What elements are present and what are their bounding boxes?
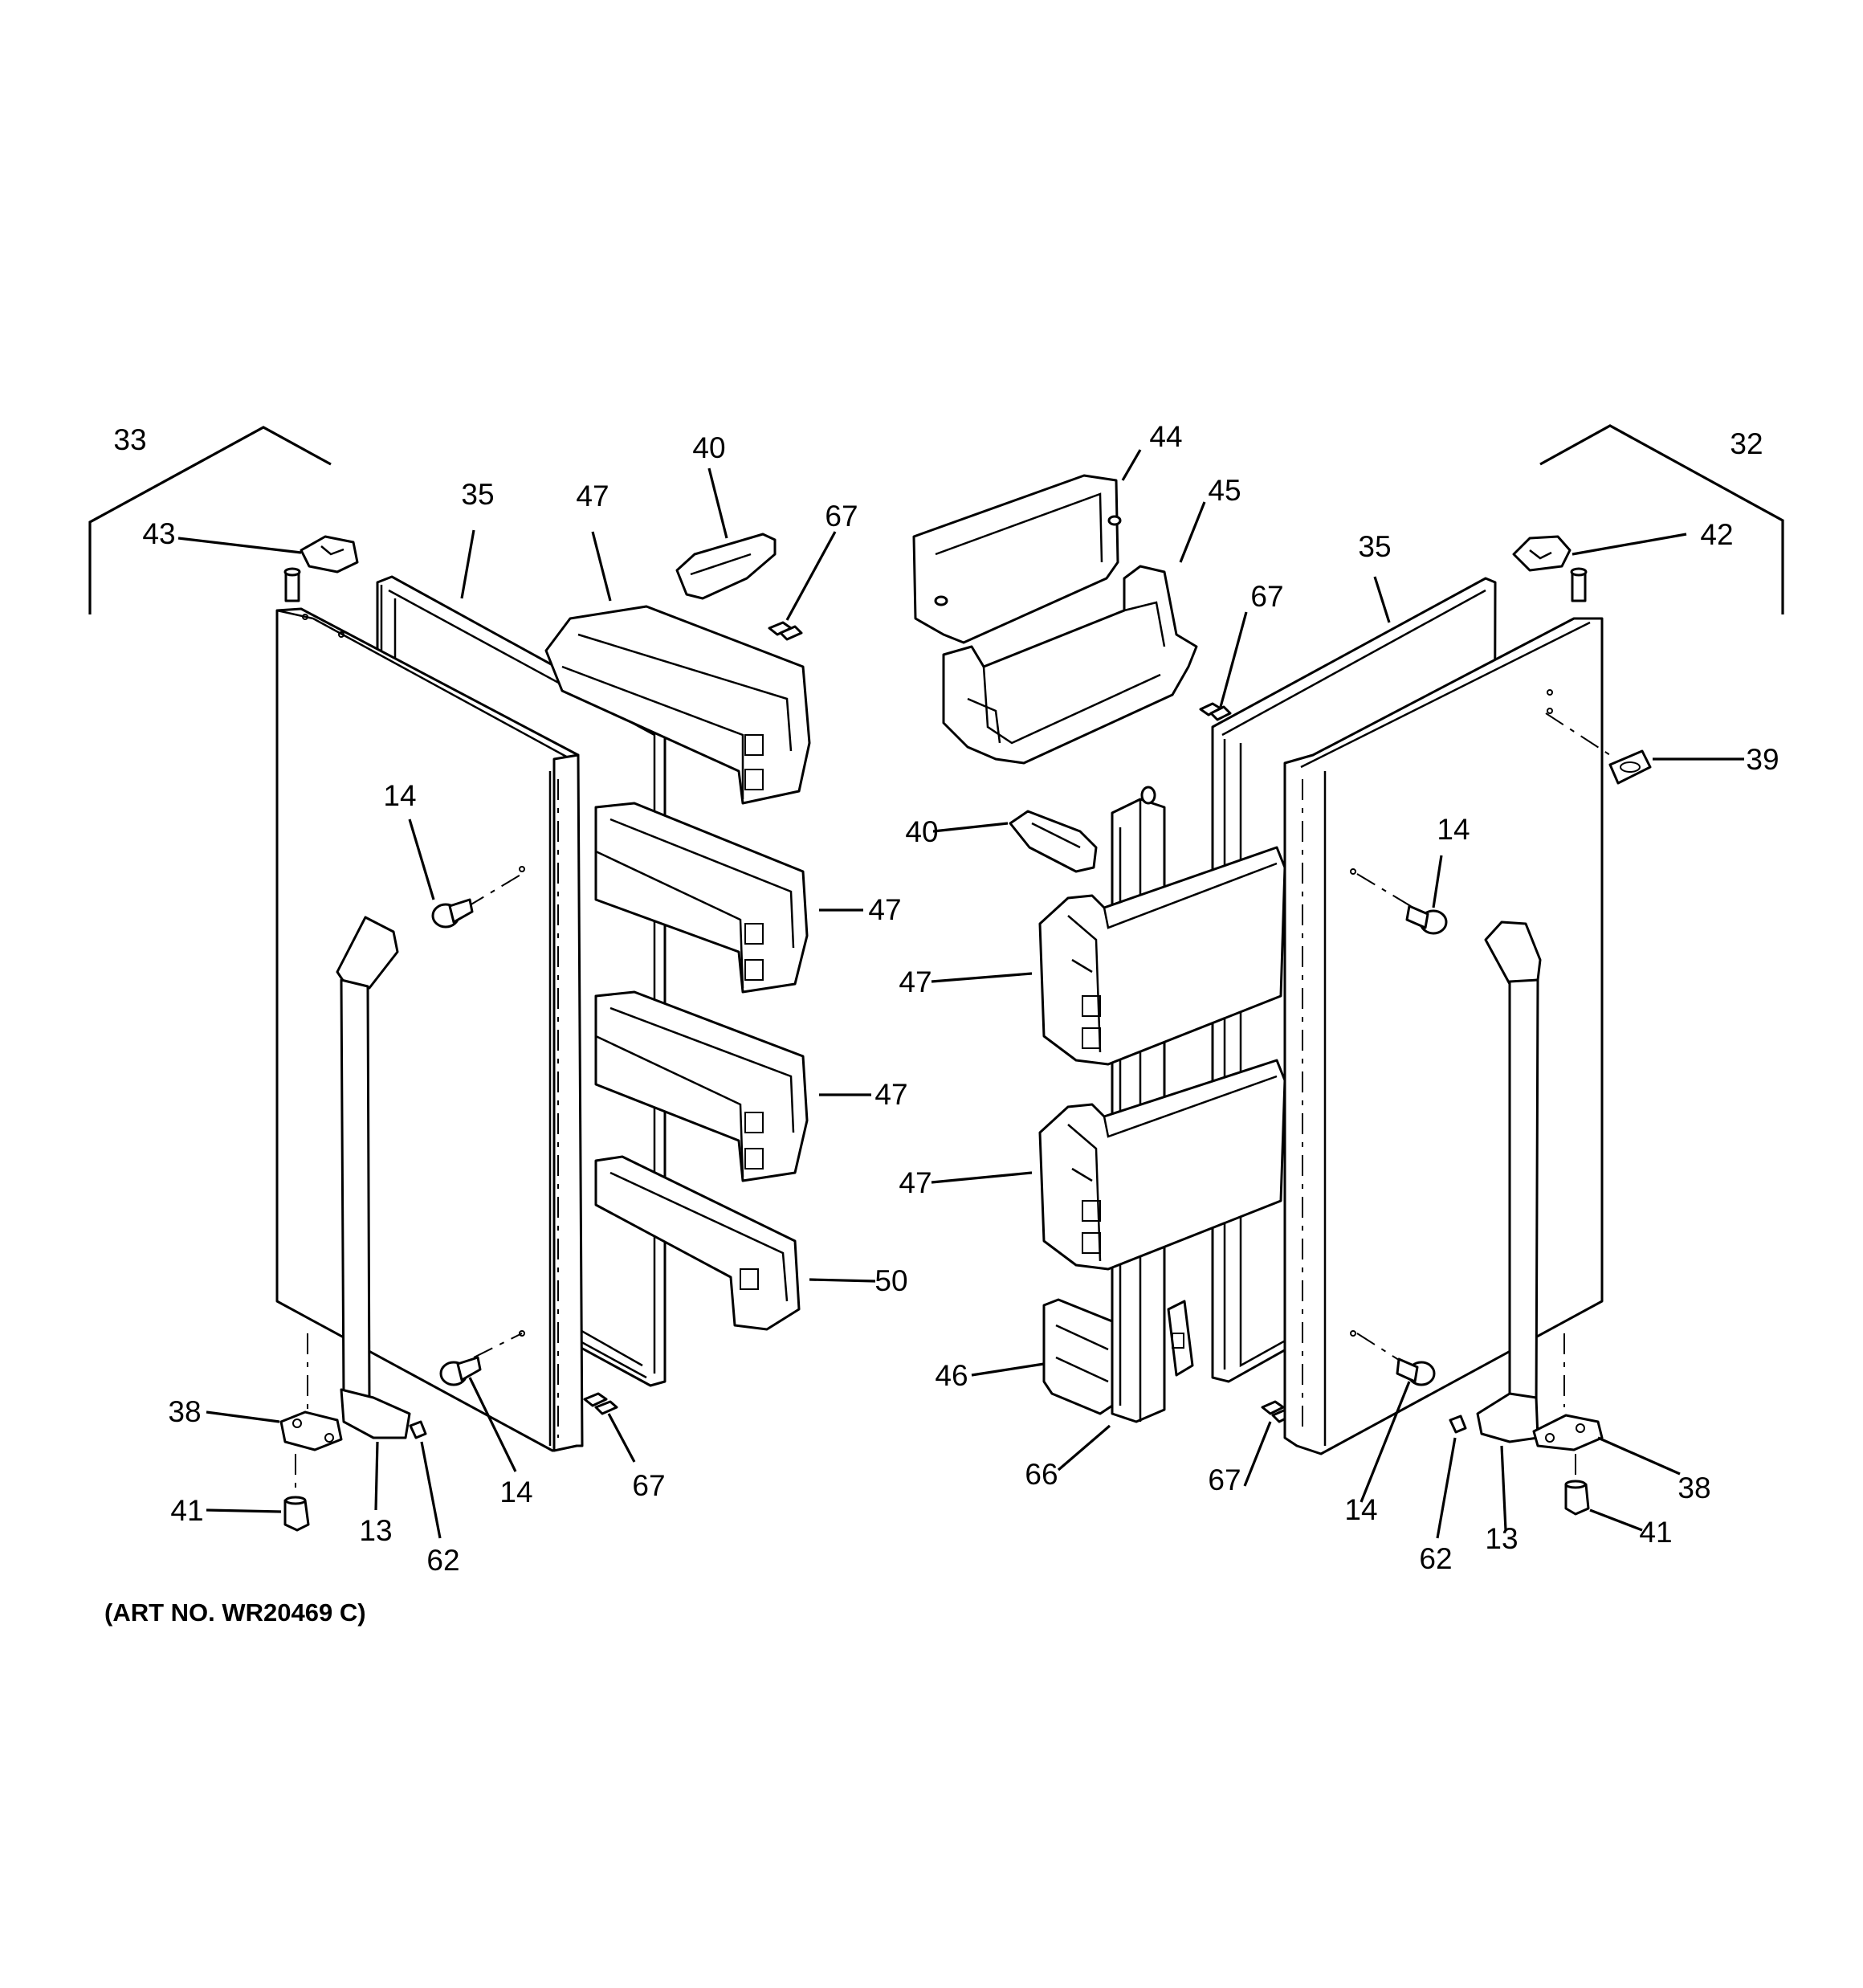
door-bin-47-top-left (544, 605, 811, 805)
callout-46: 46 (935, 1359, 968, 1392)
bottom-pin-41-left (283, 1454, 310, 1532)
callout-67-bottom-right: 67 (1208, 1463, 1241, 1496)
callout-50: 50 (874, 1264, 907, 1297)
callout-labels: 33 43 35 47 40 67 14 47 47 50 38 41 13 6… (113, 420, 1779, 1577)
wine-rack-46 (1042, 1298, 1114, 1415)
clip-67-bottom-left (583, 1392, 618, 1415)
right-leaders (931, 449, 1744, 1539)
callout-14-upper-right: 14 (1437, 813, 1470, 846)
callout-67-bottom-left: 67 (632, 1469, 665, 1502)
callout-14-upper-left: 14 (383, 779, 416, 812)
door-handle-13-right (1476, 921, 1542, 1443)
callout-38-right: 38 (1678, 1472, 1710, 1504)
bottom-hinge-38-right (1532, 1333, 1604, 1451)
top-hinge-43 (283, 535, 359, 602)
bin-cover-40-right (1009, 810, 1098, 873)
door-bin-50-bottom-left (594, 1155, 801, 1331)
bin-45 (942, 565, 1198, 765)
callout-42: 42 (1700, 518, 1733, 551)
callout-14-lower-right: 14 (1344, 1493, 1377, 1526)
art-number: (ART NO. WR20469 C) (104, 1598, 366, 1627)
logo-badge-39 (1545, 712, 1652, 785)
callout-47-lower-right: 47 (899, 1166, 932, 1199)
callout-66: 66 (1025, 1458, 1058, 1491)
callout-47-upper-right: 47 (899, 965, 932, 998)
callout-14-lower-left: 14 (499, 1476, 532, 1508)
door-handle-13-left (336, 916, 411, 1439)
callout-62-left: 62 (426, 1544, 459, 1577)
callout-13-right: 13 (1485, 1522, 1518, 1555)
spacer-62-left (409, 1420, 427, 1439)
callout-47-lower-left: 47 (874, 1078, 907, 1111)
spacer-62-right (1449, 1414, 1467, 1434)
handle-screw-14-lower-right (1356, 1333, 1436, 1386)
shelf-44 (912, 474, 1122, 644)
callout-67-top-left: 67 (825, 500, 858, 533)
bin-cover-40-left (675, 533, 777, 600)
top-hinge-42 (1512, 535, 1588, 602)
clip-67-top-right (1199, 702, 1232, 721)
bottom-pin-41-right (1564, 1454, 1590, 1516)
callout-33: 33 (113, 423, 146, 456)
assembly-bracket-32 (1539, 424, 1784, 614)
clip-67-top-left (768, 621, 803, 641)
callout-35-left: 35 (461, 478, 494, 511)
handle-screw-14-upper-left (431, 873, 523, 929)
callout-43: 43 (142, 517, 175, 550)
freezer-door-panel (275, 607, 584, 1452)
left-door-assembly (88, 426, 876, 1539)
fresh-food-door-panel (1283, 617, 1604, 1455)
callout-40-right: 40 (905, 815, 938, 848)
handle-screw-14-upper-right (1356, 873, 1448, 935)
callout-41-right: 41 (1639, 1516, 1672, 1549)
callout-32: 32 (1730, 427, 1763, 460)
callout-13-left: 13 (359, 1514, 392, 1547)
callout-39: 39 (1746, 743, 1779, 776)
door-bin-47-middle-left (594, 802, 809, 994)
callout-40-left: 40 (692, 431, 725, 464)
callout-38-left: 38 (168, 1395, 201, 1428)
callout-35-right: 35 (1358, 530, 1391, 563)
callout-47-middle-left: 47 (868, 893, 901, 926)
callout-44: 44 (1149, 420, 1182, 453)
assembly-bracket-33 (88, 426, 332, 614)
left-leaders (177, 467, 876, 1539)
callout-62-right: 62 (1419, 1542, 1452, 1575)
right-door-assembly (912, 424, 1784, 1539)
bottom-hinge-38-left (279, 1333, 343, 1451)
callout-41-left: 41 (170, 1494, 203, 1527)
callout-45: 45 (1208, 474, 1241, 507)
callout-47-top-left: 47 (576, 480, 609, 512)
door-bin-47-lower-left (594, 990, 809, 1182)
handle-screw-14-lower-left (439, 1333, 523, 1386)
callout-67-top-right: 67 (1250, 580, 1283, 613)
